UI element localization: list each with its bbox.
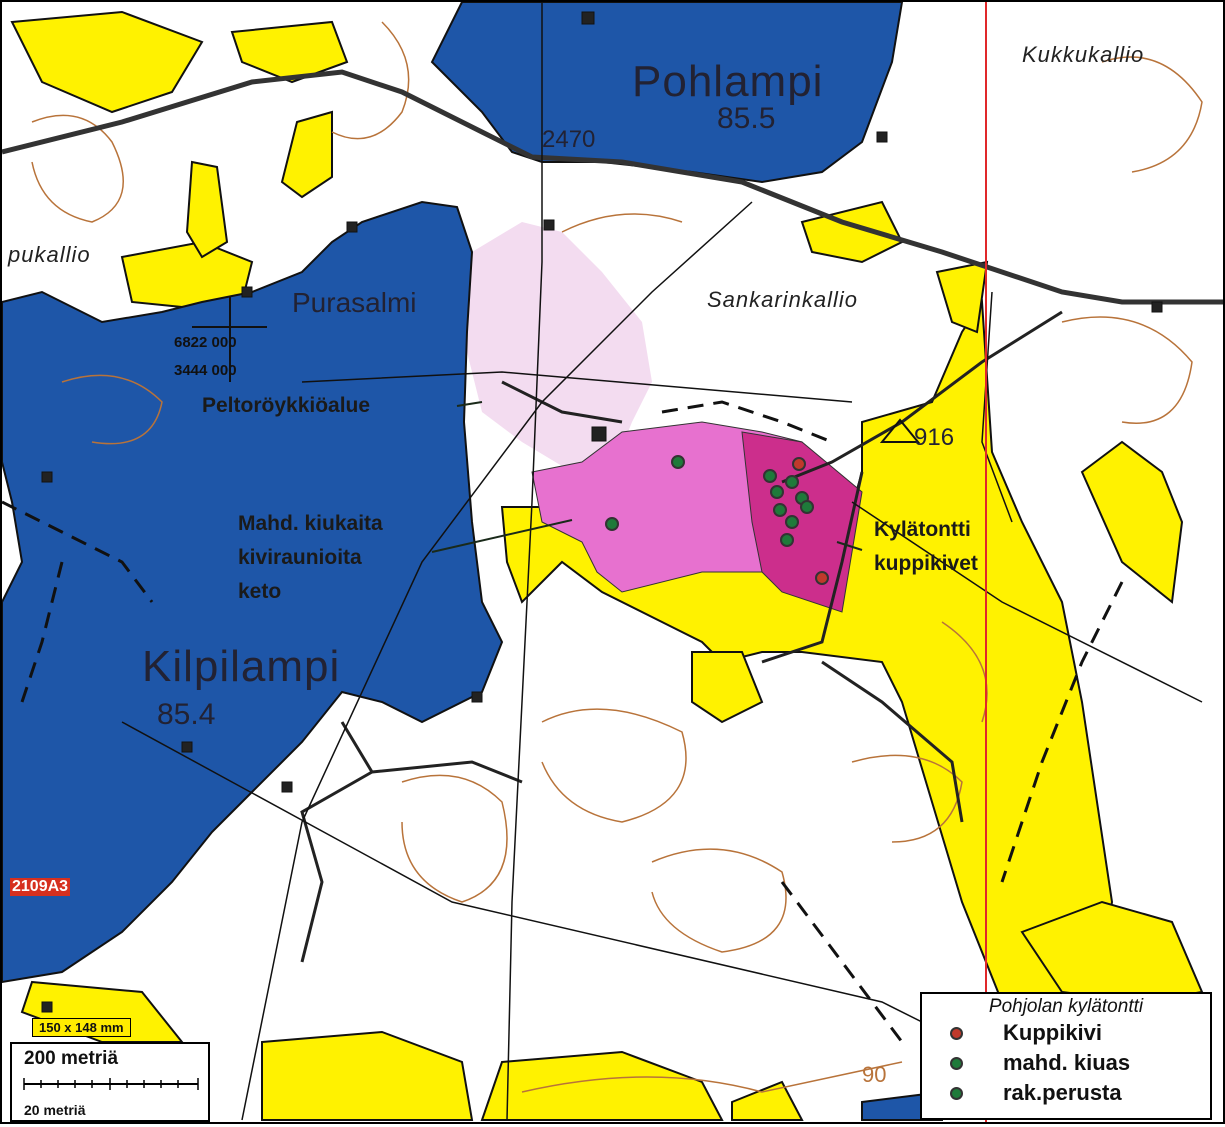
annotation-mahd-line3: keto <box>238 580 282 603</box>
legend-item-perusta: rak.perusta <box>922 1078 1210 1108</box>
leader-lines <box>431 401 863 553</box>
legend-label: mahd. kiuas <box>1003 1050 1131 1075</box>
find-markers <box>605 455 829 585</box>
place-purasalmi: Purasalmi <box>292 287 417 318</box>
coordinate-north: 6822 000 <box>174 334 237 351</box>
field-areas <box>10 10 1204 1121</box>
lake-name-kilpilampi: Kilpilampi <box>142 642 341 691</box>
dashed-paths <box>1 400 1124 1043</box>
coordinate-cross <box>192 297 267 382</box>
marker-kuppikivi <box>792 457 806 471</box>
marker-kiuas <box>785 475 799 489</box>
contour-label: 90 <box>862 1062 887 1087</box>
marker-kiuas <box>773 503 787 517</box>
legend-item-kiuas: mahd. kiuas <box>922 1048 1210 1078</box>
annotation-mahd-line1: Mahd. kiukaita <box>238 512 383 535</box>
coordinate-east: 3444 000 <box>174 362 237 379</box>
sheet-code: 2109A3 <box>10 878 71 896</box>
minor-roads <box>300 310 1063 963</box>
scale-label-200m: 200 metriä <box>24 1048 119 1069</box>
marker-kuppikivi <box>815 571 829 585</box>
benchmark-elevation: 916 <box>914 424 955 451</box>
lake-name-pohlampi: Pohlampi <box>632 57 824 106</box>
legend-dot-kiuas <box>950 1056 963 1070</box>
place-kukkukallio: Kukkukallio <box>1022 42 1145 67</box>
marker-kiuas <box>605 517 619 531</box>
marker-perusta <box>785 515 799 529</box>
sheet-size: 150 x 148 mm <box>32 1018 131 1037</box>
peltoroykkio-area <box>467 222 652 472</box>
legend-dot-perusta <box>950 1086 963 1100</box>
annotation-mahd-line2: kiviraunioita <box>238 546 362 569</box>
legend-title: Pohjolan kylätontti <box>988 996 1144 1017</box>
place-sankarinkallio: Sankarinkallio <box>707 287 858 312</box>
buildings <box>41 11 1163 1013</box>
road-number: 2470 <box>542 126 596 153</box>
paths <box>121 2 1203 1121</box>
scale-label-20m: 20 metriä <box>24 1102 86 1118</box>
place-pukallio: pukallio <box>8 242 91 267</box>
lake-elevation-pohlampi: 85.5 <box>717 102 776 135</box>
lake-elevation-kilpilampi: 85.4 <box>157 698 216 731</box>
benchmark-triangle <box>879 418 921 443</box>
marker-perusta <box>780 533 794 547</box>
marker-kiuas <box>800 500 814 514</box>
legend-label: rak.perusta <box>1003 1080 1122 1105</box>
legend-item-kuppikivi: Kuppikivi <box>922 1018 1210 1048</box>
legend-label: Kuppikivi <box>1003 1020 1103 1045</box>
legend: Pohjolan kylätontti Kuppikivi mahd. kiua… <box>920 992 1212 1120</box>
legend-dot-kuppikivi <box>950 1026 963 1040</box>
scale-bar: 200 metriä 20 metriä <box>10 1042 210 1122</box>
scale-ruler <box>23 1078 199 1090</box>
marker-kiuas <box>763 469 777 483</box>
marker-kiuas <box>671 455 685 469</box>
annotation-kylatontti-line2: kuppikivet <box>874 552 978 575</box>
roads <box>1 69 1223 305</box>
marker-kiuas <box>770 485 784 499</box>
annotation-peltoroykkioalue: Peltoröykkiöalue <box>202 394 371 417</box>
contour-lines <box>31 21 1203 1093</box>
annotation-kylatontti-line1: Kylätontti <box>874 518 971 541</box>
water-bodies <box>0 0 943 1121</box>
